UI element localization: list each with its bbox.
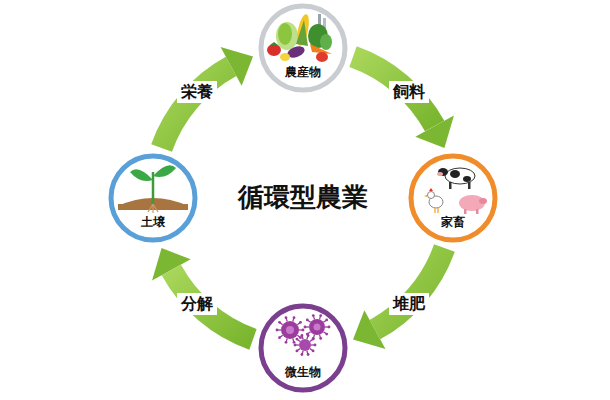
diagram-title: 循環型農業 — [238, 182, 368, 213]
disc — [260, 305, 346, 391]
arrow-label: 飼料 — [389, 81, 429, 102]
cycle-circle: 微生物 — [258, 303, 348, 393]
circle-label: 家畜 — [439, 215, 467, 229]
circle-outline — [258, 3, 348, 93]
cycle-circle: 農産物 — [258, 3, 348, 93]
disc — [110, 155, 196, 241]
circle-outline — [258, 303, 348, 393]
livestock-picture — [424, 168, 487, 214]
arrow-label: 分解 — [177, 293, 217, 314]
cycle-circle: 土壌 — [108, 153, 198, 243]
circle-label: 微生物 — [283, 365, 323, 379]
circle-outline — [108, 153, 198, 243]
cycle-arrow — [152, 248, 253, 339]
cycle-arrow — [353, 248, 444, 349]
cycle-arrow — [162, 47, 253, 148]
seedling-picture — [118, 165, 188, 213]
arrow-label: 堆肥 — [389, 293, 429, 314]
arrow-label: 栄養 — [177, 81, 217, 102]
circle-outline — [408, 153, 498, 243]
cycle-arrow — [353, 57, 454, 148]
disc — [410, 155, 496, 241]
vegetables-picture — [267, 13, 332, 62]
cycle-circle: 家畜 — [408, 153, 498, 243]
microbes-picture — [276, 314, 331, 356]
circle-label: 土壌 — [139, 215, 167, 229]
disc — [260, 5, 346, 91]
circle-label: 農産物 — [283, 65, 323, 79]
